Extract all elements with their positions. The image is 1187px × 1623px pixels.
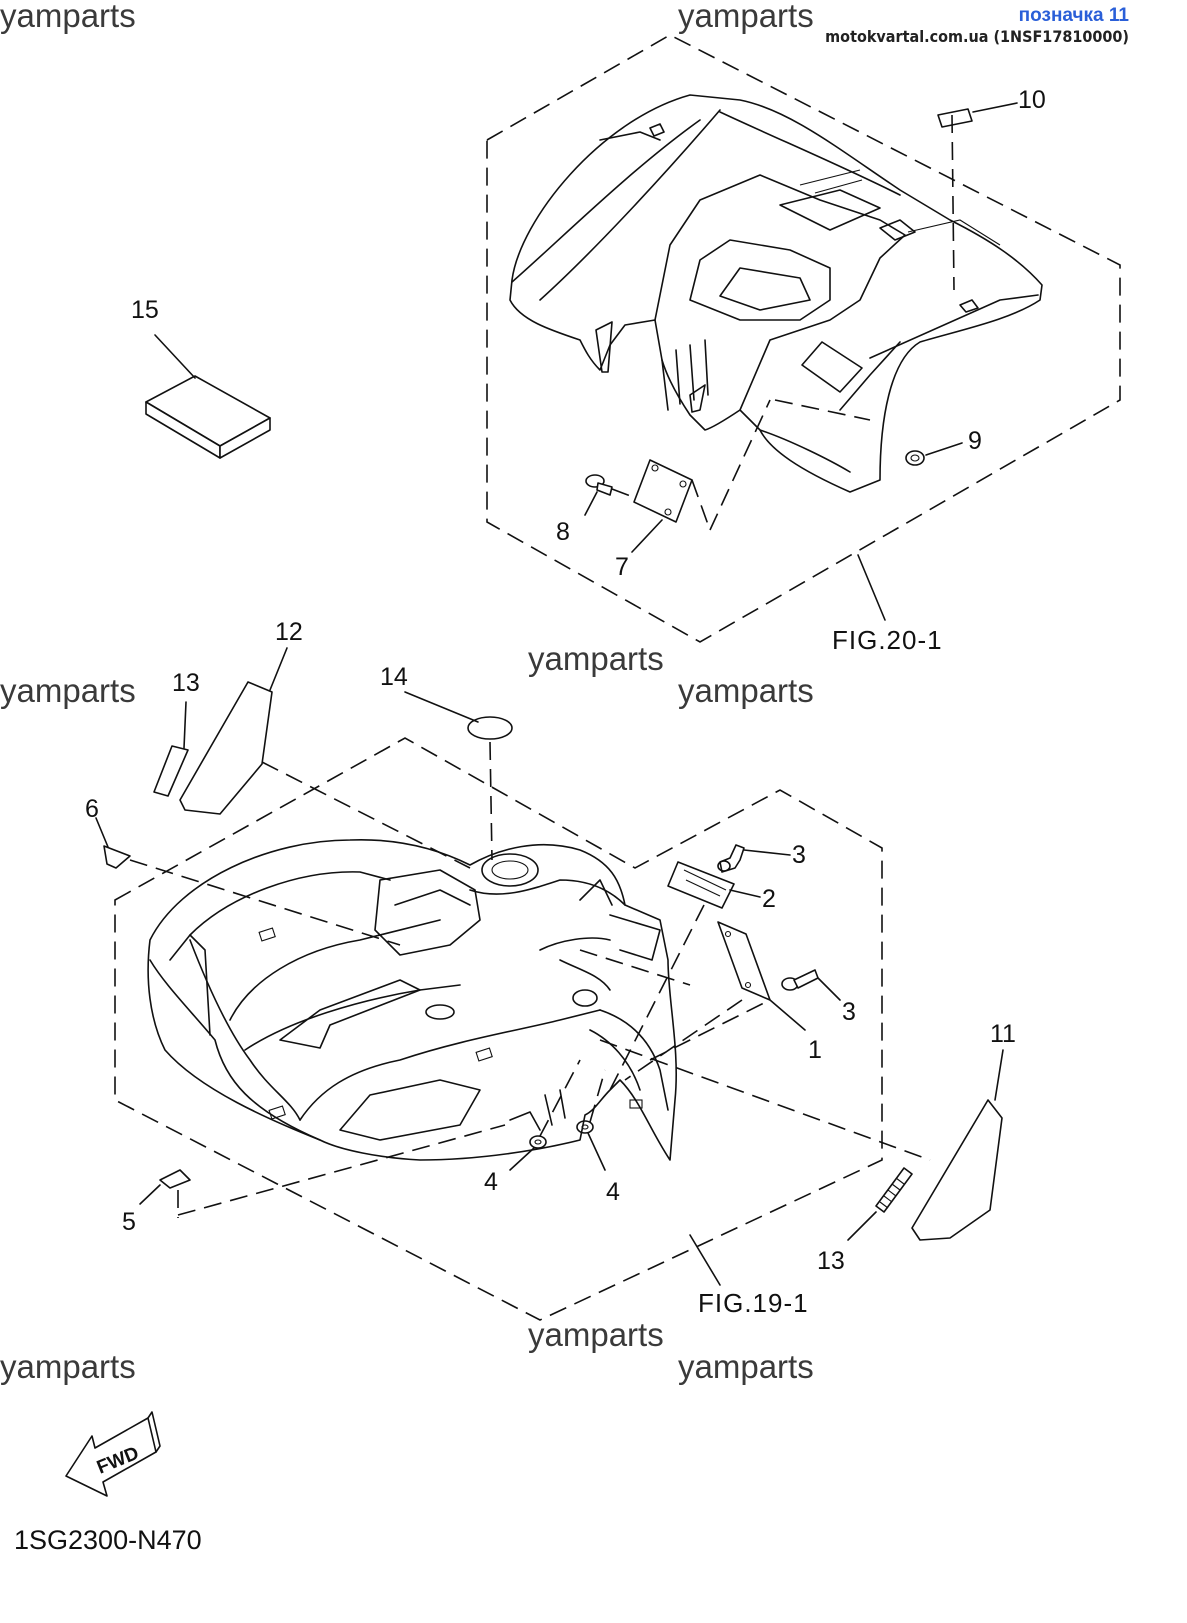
callout-1: 1 [808, 1036, 822, 1064]
callout-12: 12 [275, 618, 303, 646]
fig-ref-front[interactable]: FIG.19-1 [698, 1288, 809, 1318]
watermark-mid-right: yamparts [678, 672, 814, 709]
drawing-code: 1SG2300-N470 [14, 1525, 202, 1555]
callout-13-upper: 13 [172, 669, 200, 697]
part-14-emblem [467, 716, 513, 740]
part-13-decal-upper [153, 745, 189, 797]
watermark-low-right: yamparts [678, 1348, 814, 1385]
part-2-plate [667, 861, 735, 909]
callout-10: 10 [1018, 86, 1046, 114]
watermark-low-left: yamparts [0, 1348, 136, 1385]
rear-fender-group [486, 34, 1121, 643]
callout-6: 6 [85, 795, 99, 823]
header-site-label: motokvartal.com.ua (1NSF17810000) [825, 27, 1129, 46]
callout-14: 14 [380, 663, 408, 691]
rear-group-boundary [486, 34, 1121, 643]
watermark-top-left: yamparts [0, 0, 136, 34]
part-10-label [937, 108, 973, 128]
part-12-decal [179, 681, 273, 815]
callout-13-lower: 13 [817, 1247, 845, 1275]
callout-4-left: 4 [484, 1168, 498, 1196]
callout-3-top: 3 [792, 841, 806, 869]
watermark-low-center: yamparts [528, 1316, 664, 1353]
callout-11: 11 [990, 1020, 1016, 1048]
callout-5: 5 [122, 1208, 136, 1236]
callout-2: 2 [762, 885, 776, 913]
part-7-plate [633, 459, 693, 523]
callout-8: 8 [556, 518, 570, 546]
watermark-mid-center: yamparts [528, 640, 664, 677]
part-13-strip-lower [875, 1167, 913, 1213]
part-9-grommet [905, 450, 925, 466]
watermark-mid-left: yamparts [0, 672, 136, 709]
front-group-boundary [114, 737, 883, 1321]
front-fender-group [95, 647, 1004, 1321]
header-mark-link[interactable]: позначка 11 [1018, 5, 1129, 26]
fwd-arrow: FWD [65, 1411, 161, 1497]
rear-fender [509, 94, 1043, 493]
part-8-rivet [585, 474, 613, 496]
part-3-rivet-bottom [781, 969, 819, 991]
part-15-box [145, 334, 271, 459]
callout-4-right: 4 [606, 1178, 620, 1206]
watermark-top-center: yamparts [678, 0, 814, 34]
front-fender [147, 838, 678, 1161]
part-4-grommet-left [529, 1135, 547, 1149]
part-3-rivet-top [717, 844, 745, 873]
part-4-grommet-right [576, 1120, 594, 1134]
part-6-emblem [103, 845, 131, 869]
callout-15: 15 [131, 296, 159, 324]
callout-9: 9 [968, 427, 982, 455]
part-11-decal [911, 1099, 1003, 1241]
callout-3-bottom: 3 [842, 998, 856, 1026]
fig-ref-rear[interactable]: FIG.20-1 [832, 625, 943, 655]
callout-7: 7 [615, 553, 629, 581]
part-5-label [159, 1169, 191, 1189]
